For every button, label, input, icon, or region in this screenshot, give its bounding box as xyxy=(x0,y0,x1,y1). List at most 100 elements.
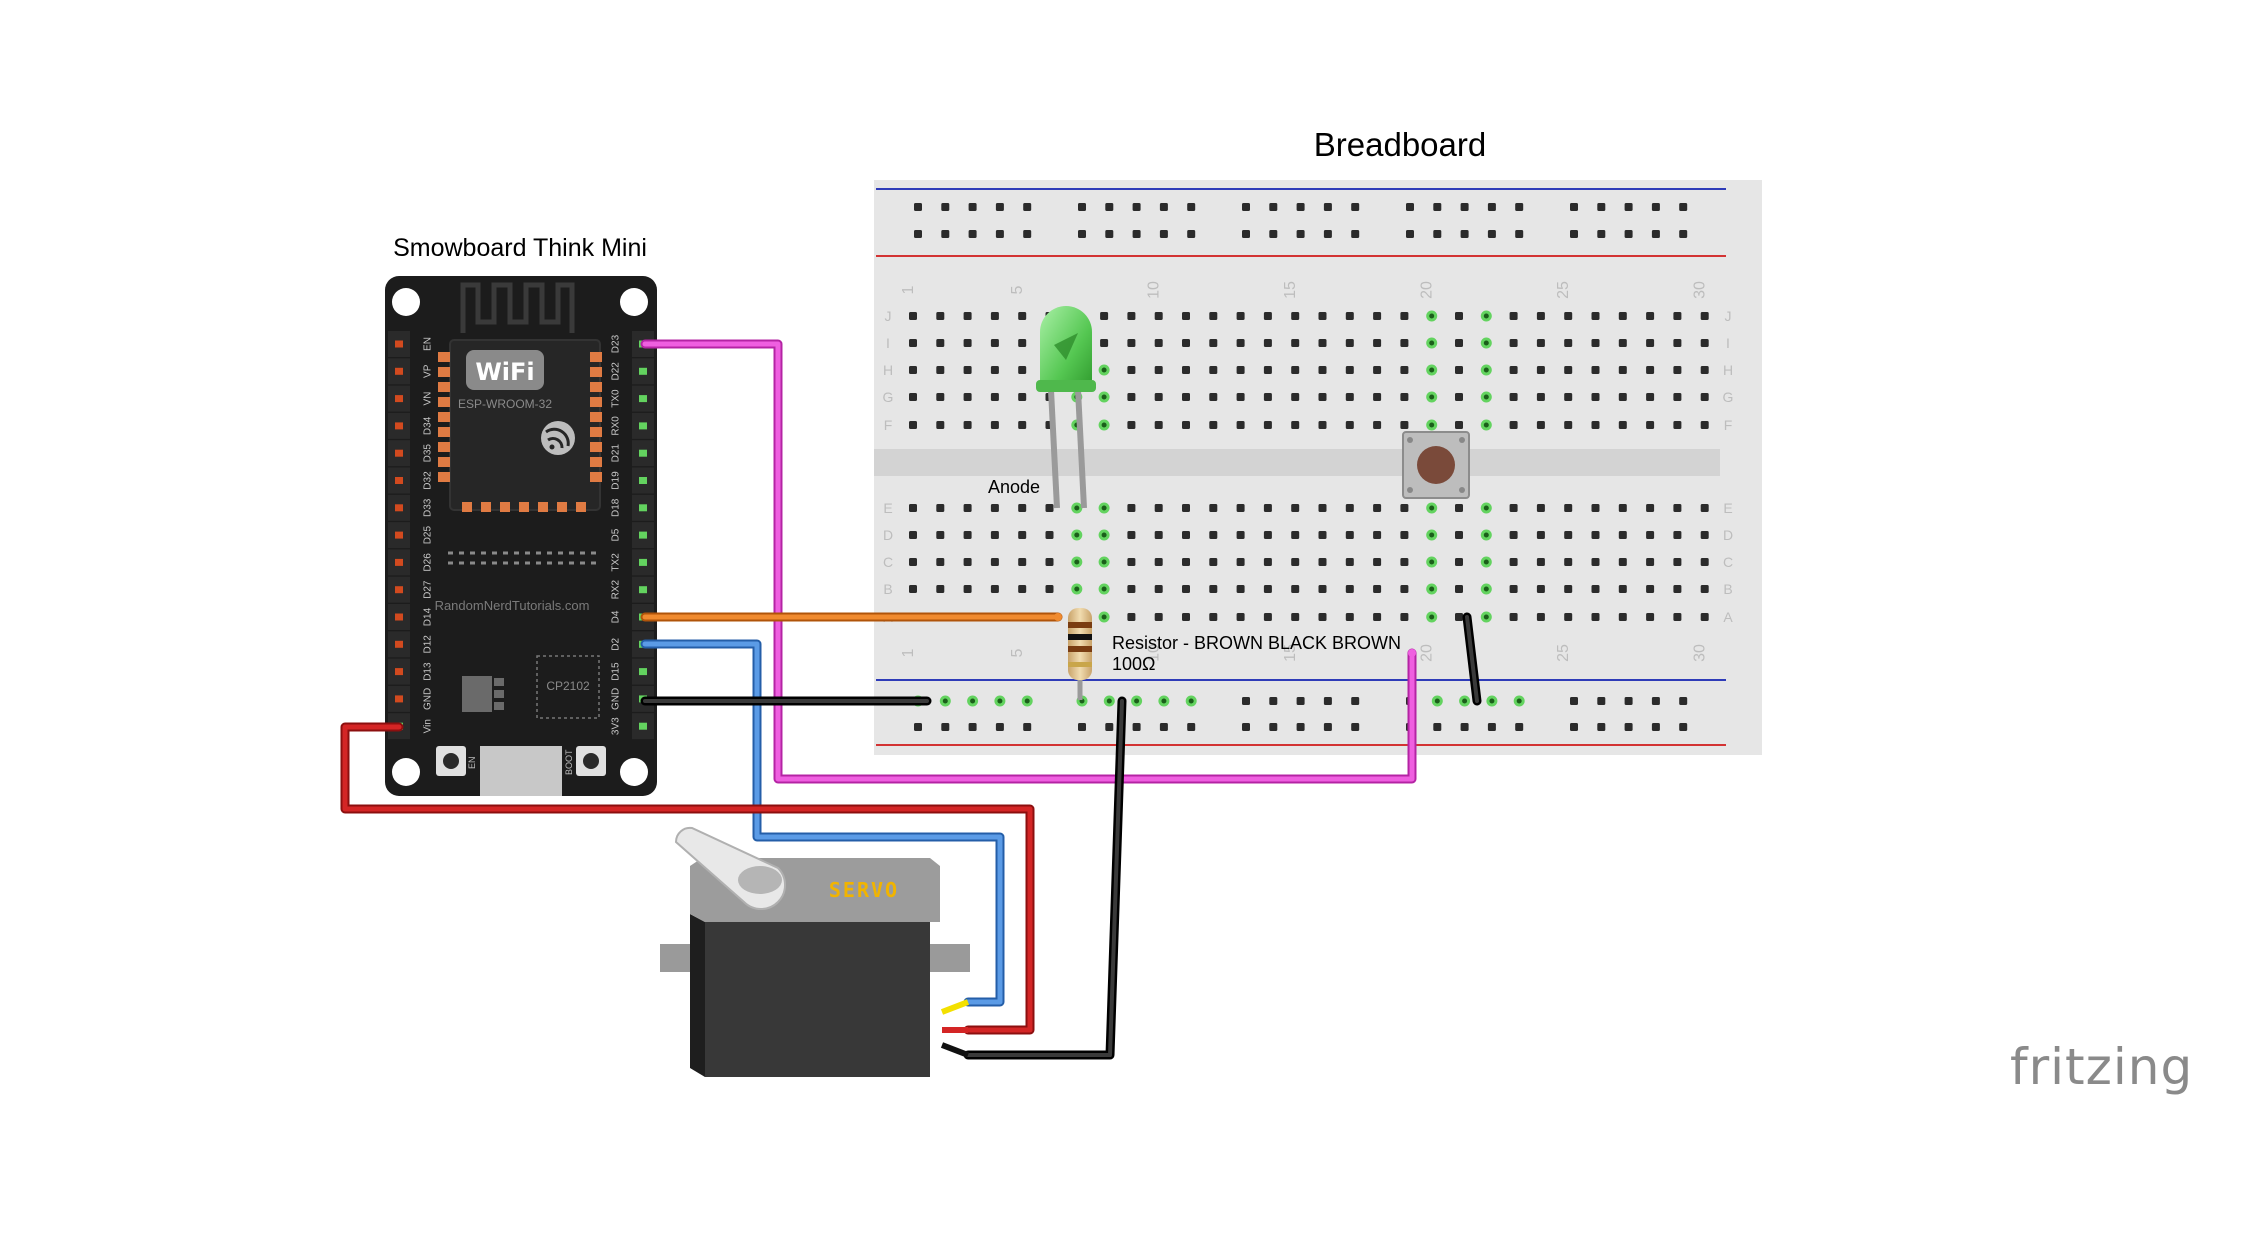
boot-button-label: BOOT xyxy=(564,749,574,775)
breadboard-hole xyxy=(1700,393,1709,401)
breadboard-hole xyxy=(1323,203,1332,211)
breadboard-hole xyxy=(1700,613,1709,621)
breadboard-hole xyxy=(1187,230,1196,238)
mount-hole-tl xyxy=(392,288,420,316)
pin-left xyxy=(395,531,403,539)
breadboard-hole xyxy=(1646,366,1655,374)
breadboard-hole-core xyxy=(1483,394,1489,400)
breadboard-hole xyxy=(1373,366,1382,374)
breadboard-hole xyxy=(1127,421,1136,429)
breadboard-hole xyxy=(1564,613,1573,621)
breadboard-hole xyxy=(1323,697,1332,705)
breadboard-hole xyxy=(1269,230,1278,238)
breadboard-hole xyxy=(1263,558,1272,566)
breadboard-hole xyxy=(1242,723,1250,731)
breadboard-hole xyxy=(1618,613,1627,621)
breadboard-hole xyxy=(1296,203,1305,211)
breadboard-hole xyxy=(1127,312,1136,320)
pin-label-left: D33 xyxy=(423,498,434,517)
resistor-band-1-brown xyxy=(1068,622,1092,628)
breadboard-hole xyxy=(1455,421,1463,429)
breadboard-hole xyxy=(1373,558,1382,566)
breadboard-hole xyxy=(990,312,999,320)
breadboard-hole xyxy=(1209,312,1218,320)
breadboard-hole xyxy=(914,723,922,731)
breadboard-hole xyxy=(1509,339,1518,347)
breadboard-hole xyxy=(963,531,972,539)
resistor-band-2-black xyxy=(1068,634,1092,640)
breadboard-hole xyxy=(1591,393,1600,401)
breadboard-hole xyxy=(1045,531,1054,539)
module-pad xyxy=(590,412,602,422)
breadboard-hole xyxy=(1127,366,1136,374)
breadboard-hole xyxy=(990,393,999,401)
breadboard-hole xyxy=(941,203,950,211)
breadboard-hole xyxy=(990,558,999,566)
breadboard-hole xyxy=(1263,312,1272,320)
breadboard-hole xyxy=(1373,339,1382,347)
breadboard-hole xyxy=(1236,558,1245,566)
breadboard-hole xyxy=(1209,339,1218,347)
push-button-corner-br xyxy=(1459,487,1465,493)
pin-label-left: VP xyxy=(423,364,434,378)
breadboard-hole xyxy=(1182,613,1190,621)
breadboard-hole xyxy=(1018,312,1027,320)
breadboard-hole xyxy=(1045,585,1054,593)
breadboard-hole xyxy=(1127,393,1136,401)
espressif-logo-icon xyxy=(541,421,575,455)
breadboard-hole xyxy=(1700,531,1709,539)
breadboard-hole xyxy=(1023,230,1032,238)
pin-left xyxy=(395,367,403,375)
breadboard-hole xyxy=(1373,421,1382,429)
breadboard-hole xyxy=(1182,393,1190,401)
breadboard-hole-core xyxy=(1483,614,1489,620)
breadboard-hole xyxy=(1455,393,1463,401)
breadboard-hole xyxy=(990,421,999,429)
chip-label: CP2102 xyxy=(546,679,590,693)
breadboard-hole-core xyxy=(1106,698,1112,704)
pin-right xyxy=(639,722,647,730)
breadboard-hole xyxy=(1187,723,1196,731)
servo-body xyxy=(705,922,930,1077)
pin-label-right: RX0 xyxy=(611,416,622,436)
breadboard-hole xyxy=(1154,585,1163,593)
breadboard-hole xyxy=(1236,339,1245,347)
breadboard-hole xyxy=(963,339,972,347)
breadboard-hole xyxy=(1236,366,1245,374)
breadboard-hole xyxy=(1045,504,1054,512)
breadboard-hole xyxy=(1509,504,1518,512)
column-number: 1 xyxy=(900,285,917,294)
breadboard-hole xyxy=(1673,312,1682,320)
module-pad xyxy=(590,397,602,407)
module-pad xyxy=(481,502,491,512)
breadboard-hole xyxy=(995,230,1004,238)
row-letter: D xyxy=(1723,527,1733,543)
breadboard-hole xyxy=(1345,393,1354,401)
module-pad xyxy=(538,502,548,512)
breadboard-hole xyxy=(1018,366,1027,374)
breadboard-hole xyxy=(1182,531,1190,539)
servo-wire-black xyxy=(940,1042,970,1058)
breadboard-hole xyxy=(1291,312,1300,320)
breadboard-hole xyxy=(1509,585,1518,593)
breadboard-center-channel xyxy=(874,449,1720,476)
breadboard-hole xyxy=(1509,312,1518,320)
breadboard-hole xyxy=(1296,230,1305,238)
breadboard-hole xyxy=(1291,393,1300,401)
breadboard-hole-core xyxy=(1429,559,1435,565)
module-pad xyxy=(500,502,510,512)
breadboard-hole-core xyxy=(1429,505,1435,511)
breadboard-hole xyxy=(1154,558,1163,566)
breadboard-hole xyxy=(909,504,917,512)
breadboard-hole xyxy=(963,312,972,320)
breadboard-hole xyxy=(1564,339,1573,347)
column-number: 25 xyxy=(1555,644,1572,662)
anode-label: Anode xyxy=(988,477,1041,497)
breadboard-hole xyxy=(1536,339,1545,347)
en-button-label: EN xyxy=(467,756,477,769)
pin-label-right: TX0 xyxy=(611,389,622,408)
row-letter: J xyxy=(885,308,892,324)
breadboard-hole xyxy=(968,230,977,238)
breadboard-hole-core xyxy=(1101,367,1107,373)
breadboard-hole xyxy=(1564,312,1573,320)
